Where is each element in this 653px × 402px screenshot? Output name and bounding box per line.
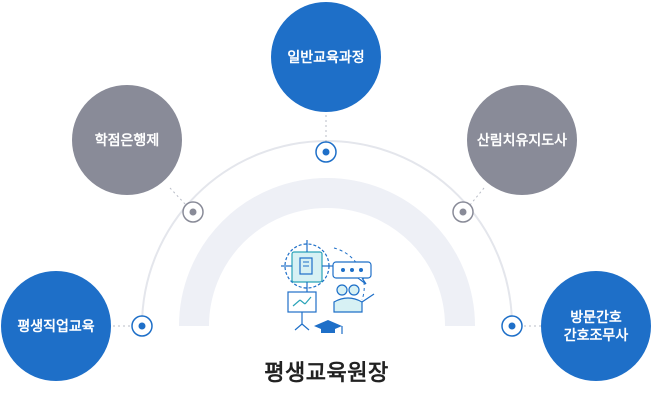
node-dot-credit-bank — [182, 201, 204, 223]
node-dot-forest-healing — [452, 201, 474, 223]
connector-credit-bank — [169, 187, 187, 206]
node-label-lifelong-vocational: 평생직업교육 — [17, 318, 94, 335]
connector-forest-healing — [469, 187, 485, 206]
node-label-forest-healing: 산림치유지도사 — [477, 132, 567, 149]
inner-arc-band — [179, 178, 475, 327]
node-dot-lifelong-vocational — [131, 315, 153, 337]
node-label-home-care-line2: 간호조무사 — [564, 327, 629, 344]
node-general-course[interactable]: 일반교육과정 — [271, 2, 381, 112]
outer-arc — [141, 140, 513, 327]
node-credit-bank[interactable]: 학점은행제 — [72, 85, 182, 195]
node-home-care[interactable]: 방문간호 간호조무사 — [541, 271, 651, 381]
node-dot-general-course — [315, 141, 337, 163]
node-label-home-care-line1: 방문간호 — [570, 309, 622, 326]
node-dot-home-care — [501, 315, 523, 337]
node-label-general-course: 일반교육과정 — [287, 49, 364, 66]
education-presentation-icon — [281, 240, 375, 334]
node-forest-healing[interactable]: 산림치유지도사 — [467, 85, 577, 195]
center-title: 평생교육원장 — [264, 361, 389, 386]
node-lifelong-vocational[interactable]: 평생직업교육 — [1, 271, 111, 381]
node-label-credit-bank: 학점은행제 — [95, 132, 159, 149]
